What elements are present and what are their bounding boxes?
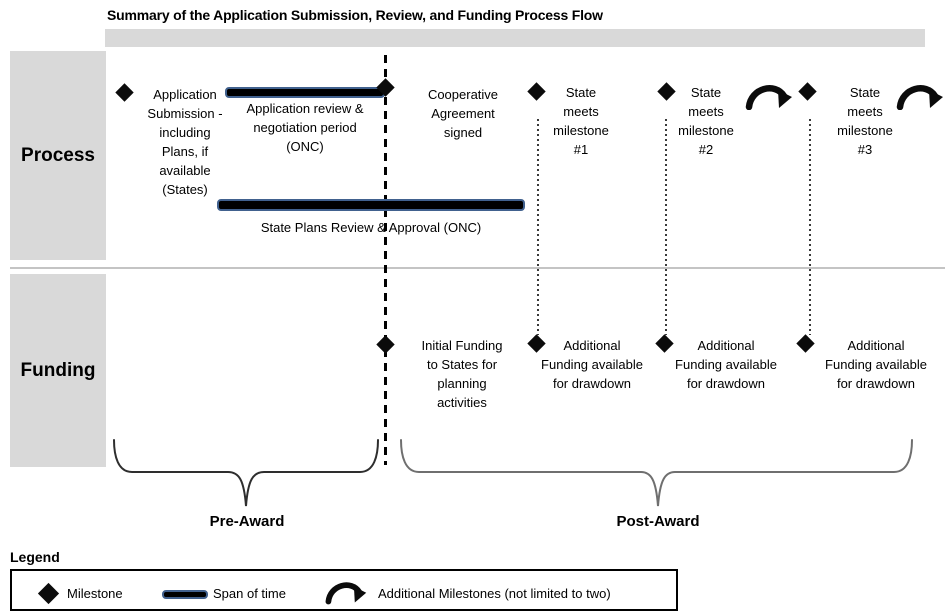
pre-award-label: Pre-Award	[209, 513, 285, 530]
span-bar-icon	[225, 87, 385, 98]
milestone3-connector-dotted-line	[809, 119, 811, 335]
legend-milestone-label: Milestone	[67, 586, 123, 601]
legend-heading: Legend	[10, 549, 60, 565]
process-row-label: Process	[10, 51, 106, 260]
additional-funding-3-label: Additional Funding available for drawdow…	[825, 338, 927, 391]
additional-funding-1-label: Additional Funding available for drawdow…	[541, 338, 643, 391]
legend-box	[10, 569, 678, 611]
application-review-bar-label: Application review & negotiation period …	[246, 101, 364, 154]
state-milestone-3-label: State meets milestone #3	[837, 85, 893, 157]
legend-span-of-time-label: Span of time	[213, 586, 286, 601]
legend-additional-milestones-label: Additional Milestones (not limited to tw…	[378, 586, 611, 601]
additional-milestones-arrow-icon	[896, 85, 943, 110]
state-milestone-2-label: State meets milestone #2	[678, 85, 734, 157]
process-row-label-text: Process	[21, 144, 95, 166]
row-divider-line	[10, 267, 945, 269]
additional-milestones-arrow-icon	[325, 582, 367, 605]
milestone-diamond-icon	[798, 82, 817, 101]
additional-funding-2-label: Additional Funding available for drawdow…	[675, 338, 777, 391]
application-submission-label: Application Submission - including Plans…	[147, 87, 223, 197]
state-plans-review-bar-label: State Plans Review & Approval (ONC)	[260, 220, 482, 235]
milestone2-connector-dotted-line	[665, 119, 667, 335]
award-boundary-dashed-line	[384, 55, 387, 465]
header-band	[105, 29, 925, 47]
funding-row-label: Funding	[10, 274, 106, 467]
post-award-label: Post-Award	[616, 513, 700, 530]
cooperative-agreement-label: Cooperative Agreement signed	[427, 87, 499, 140]
initial-funding-label: Initial Funding to States for planning a…	[421, 338, 503, 410]
funding-row-label-text: Funding	[20, 359, 96, 381]
page-title: Summary of the Application Submission, R…	[107, 7, 603, 23]
pre-award-brace	[113, 439, 379, 507]
additional-milestones-arrow-icon	[745, 85, 792, 110]
milestone-diamond-icon	[376, 335, 395, 354]
post-award-brace	[400, 439, 913, 507]
state-milestone-1-label: State meets milestone #1	[553, 85, 609, 157]
span-bar-icon	[162, 590, 208, 599]
span-bar-icon	[217, 199, 525, 211]
milestone1-connector-dotted-line	[537, 119, 539, 335]
